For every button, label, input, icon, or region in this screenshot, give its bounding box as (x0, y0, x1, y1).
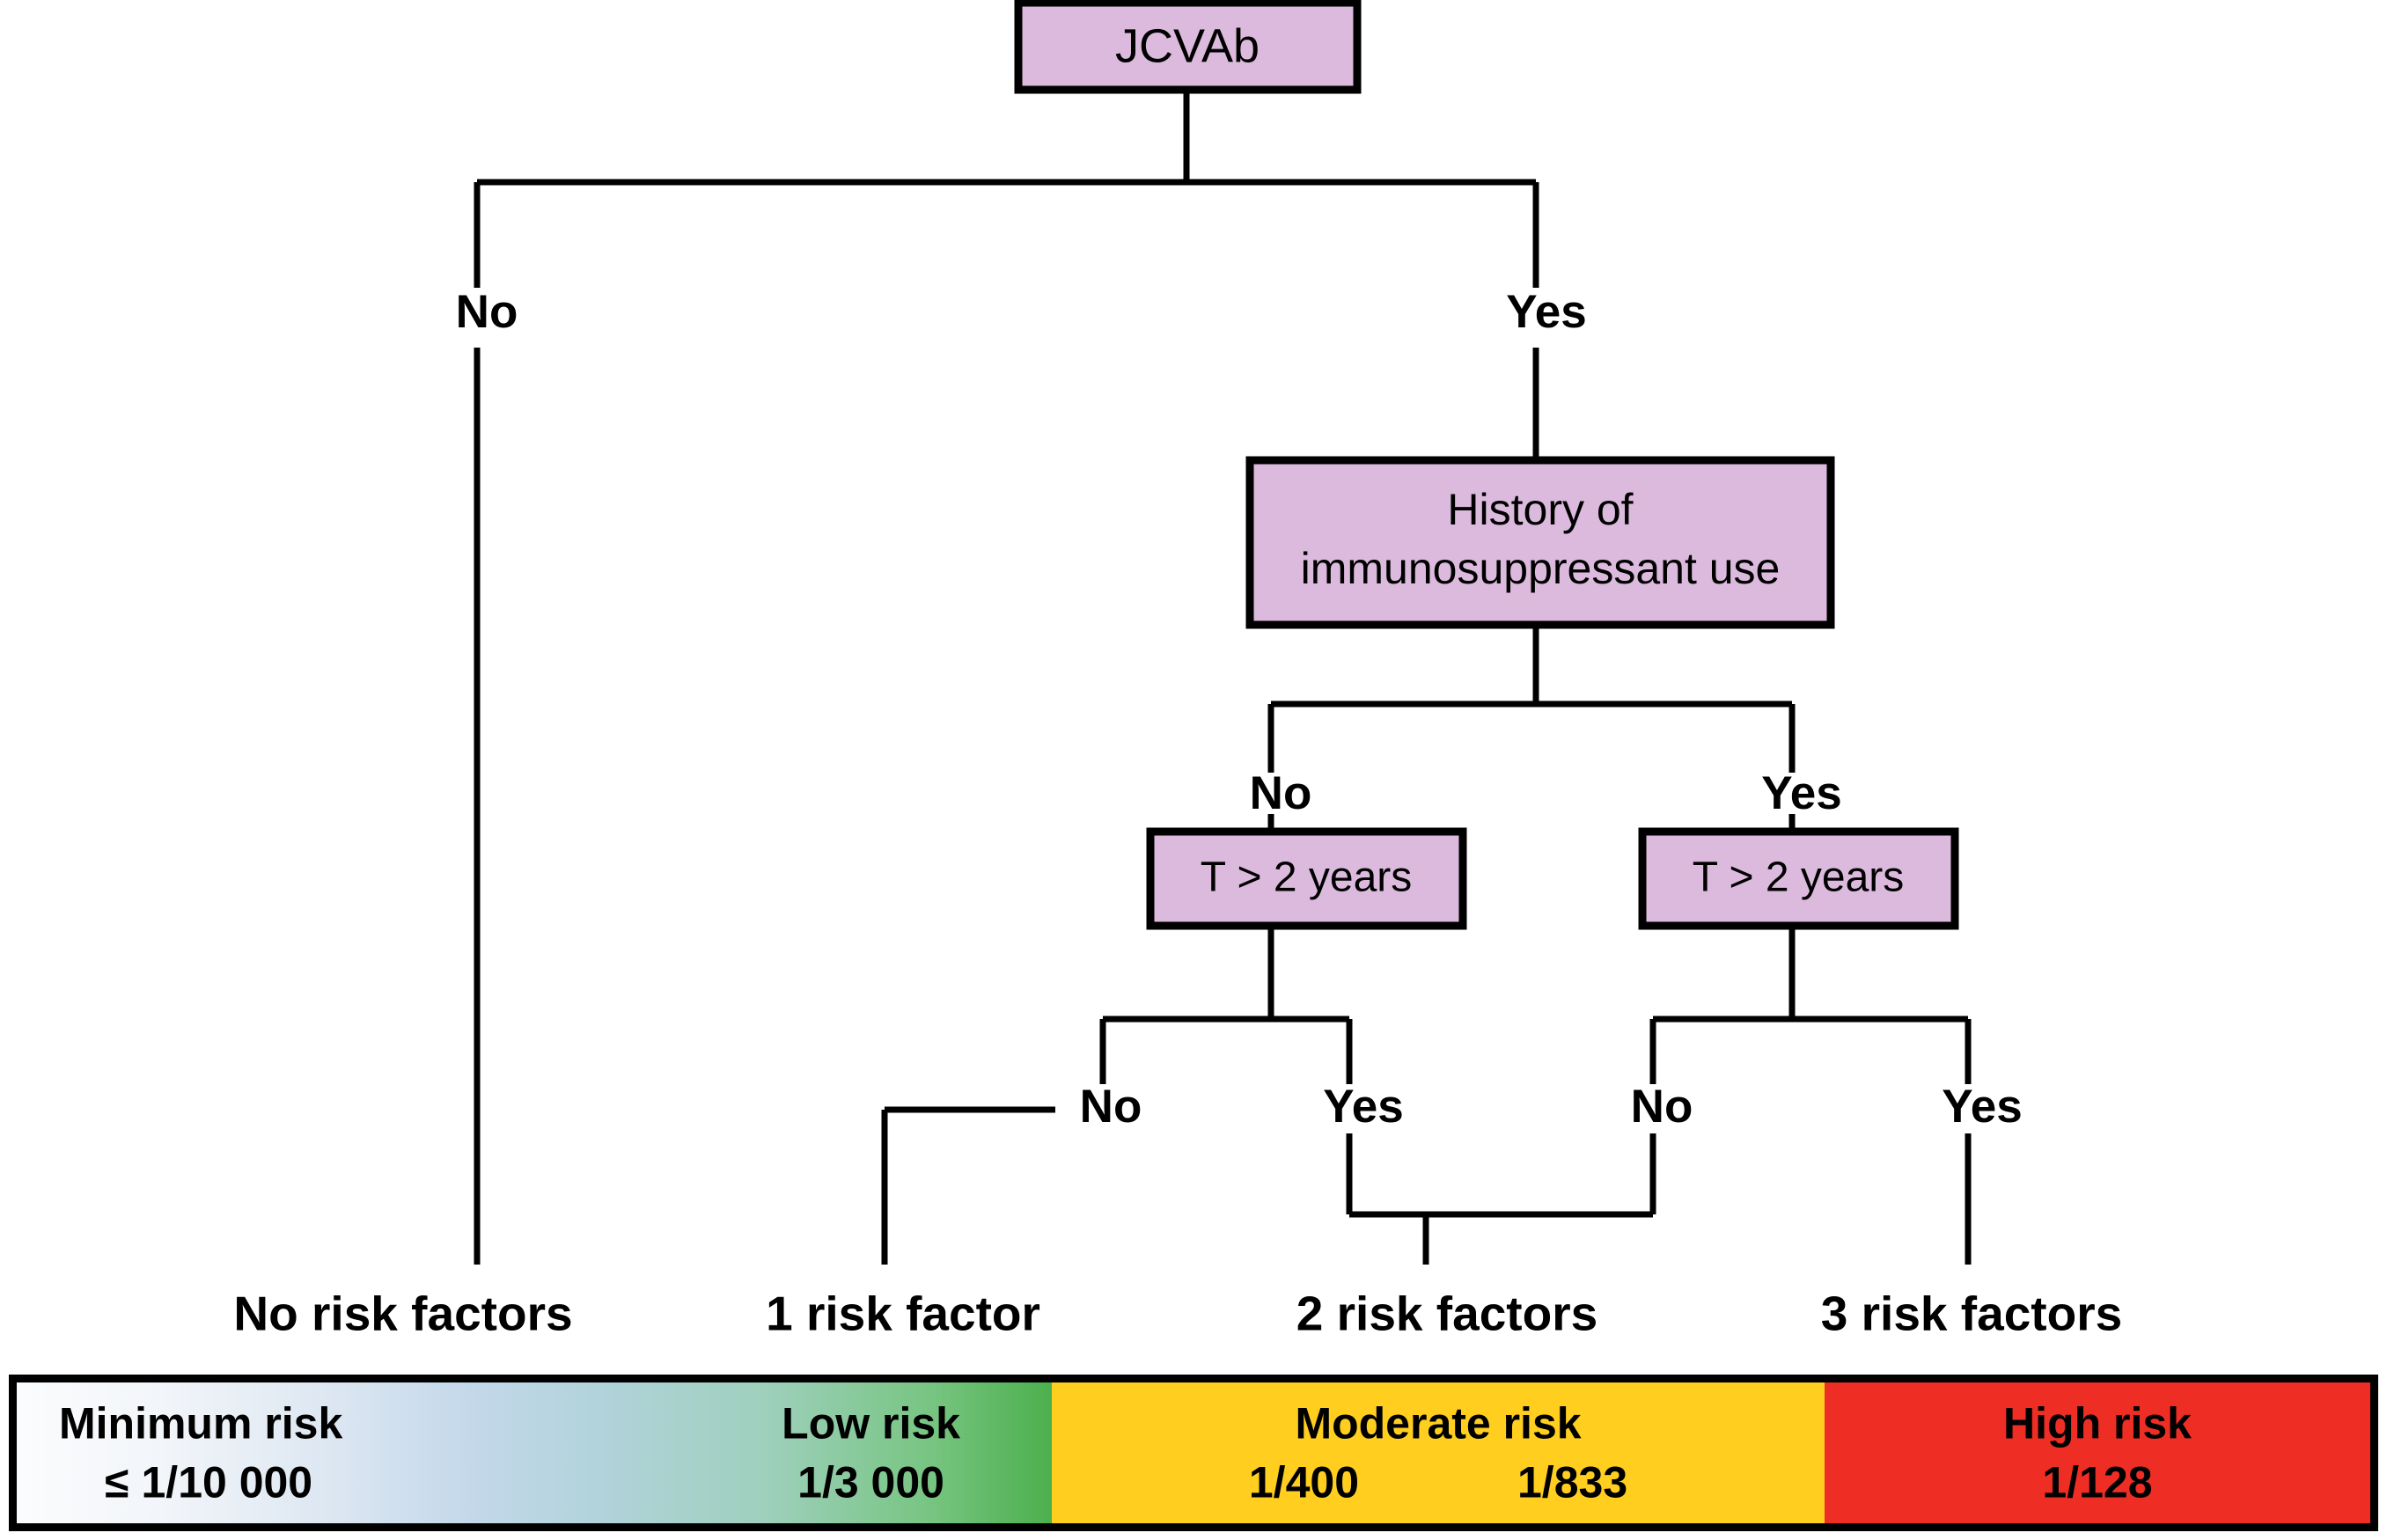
outcome-label-2-risk-factors: 2 risk factors (1296, 1287, 1597, 1341)
node-box-duration-right[interactable] (1638, 827, 1959, 930)
risk-value-low: 1/3 000 (797, 1457, 944, 1507)
edge-label-immuno-yes: Yes (1761, 767, 1841, 819)
risk-title-high: High risk (2003, 1398, 2192, 1448)
risk-value-minimum: ≤ 1/10 000 (105, 1457, 313, 1507)
edge-label-root-no: No (456, 286, 518, 338)
node-box-jcvab[interactable] (1014, 0, 1362, 94)
risk-group-moderate: Moderate risk 1/400 1/833 (1249, 1398, 1627, 1506)
risk-value-high: 1/128 (2042, 1457, 2153, 1507)
outcome-label-1-risk-factor: 1 risk factor (766, 1287, 1040, 1341)
node-label-duration-right: T > 2 years (1693, 854, 1905, 901)
risk-segment-high: High risk 1/128 (1825, 1382, 2370, 1523)
risk-group-high: High risk 1/128 (2003, 1398, 2192, 1507)
risk-value-moderate-right: 1/833 (1517, 1457, 1628, 1507)
risk-title-low: Low risk (782, 1398, 960, 1448)
risk-values-moderate: 1/400 1/833 (1249, 1459, 1627, 1506)
edge-label-right-duration-no: No (1631, 1081, 1693, 1133)
risk-title-moderate: Moderate risk (1295, 1398, 1582, 1448)
node-label-immunosuppressant-line2: immunosuppressant use (1301, 544, 1781, 593)
risk-title-minimum: Minimum risk (59, 1398, 343, 1448)
edge-label-root-yes: Yes (1506, 286, 1586, 338)
edge-label-right-duration-yes: Yes (1942, 1081, 2022, 1133)
edge-label-immuno-no: No (1250, 767, 1312, 819)
risk-group-minimum: Minimum risk ≤ 1/10 000 (59, 1398, 343, 1507)
outcome-label-no-risk-factors: No risk factors (233, 1287, 572, 1341)
risk-segment-moderate: Moderate risk 1/400 1/833 (1052, 1382, 1825, 1523)
node-label-duration-left: T > 2 years (1201, 854, 1413, 901)
node-box-immunosuppressant[interactable] (1245, 456, 1835, 629)
edge-label-left-duration-no: No (1080, 1081, 1142, 1133)
node-label-jcvab: JCVAb (1115, 19, 1260, 72)
risk-group-low: Low risk 1/3 000 (782, 1398, 960, 1507)
outcome-label-3-risk-factors: 3 risk factors (1821, 1287, 2122, 1341)
node-label-immunosuppressant-line1: History of (1447, 485, 1633, 534)
risk-value-moderate-left: 1/400 (1248, 1457, 1359, 1507)
node-box-duration-left[interactable] (1146, 827, 1467, 930)
risk-segment-minimum-low: Minimum risk ≤ 1/10 000 Low risk 1/3 000 (17, 1382, 1052, 1523)
risk-legend-bar: Minimum risk ≤ 1/10 000 Low risk 1/3 000… (9, 1375, 2378, 1531)
edge-label-left-duration-yes: Yes (1323, 1081, 1403, 1133)
